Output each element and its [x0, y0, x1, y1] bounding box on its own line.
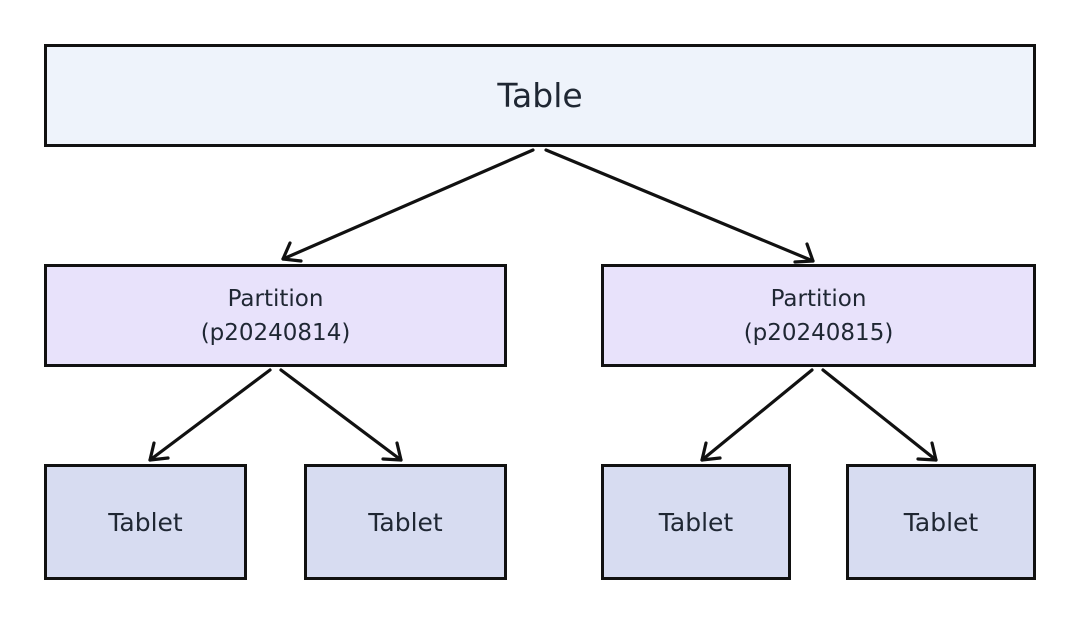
tablet-label: Tablet — [903, 507, 979, 537]
tablet-label: Tablet — [658, 507, 734, 537]
partition-label: Partition — [227, 285, 324, 312]
table-node: Table — [44, 44, 1036, 147]
tablet-node-p20240815-1: Tablet — [601, 464, 791, 580]
partition-node-p20240815: Partition (p20240815) — [601, 264, 1036, 367]
partition-node-p20240814: Partition (p20240814) — [44, 264, 507, 367]
partition-name: (p20240814) — [200, 319, 351, 346]
table-to-partition-left-arrow — [281, 148, 535, 263]
tablet-node-p20240814-2: Tablet — [304, 464, 507, 580]
partition-right-to-tablet-1-arrow — [700, 368, 814, 462]
tablet-label: Tablet — [368, 507, 443, 537]
partition-right-to-tablet-2-arrow — [821, 368, 938, 462]
partition-name: (p20240815) — [743, 319, 894, 346]
partition-left-to-tablet-2-arrow — [279, 368, 403, 462]
partition-left-to-tablet-1-arrow — [148, 368, 272, 462]
tablet-node-p20240814-1: Tablet — [44, 464, 247, 580]
partition-label: Partition — [770, 285, 867, 312]
table-label: Table — [497, 76, 583, 115]
table-to-partition-right-arrow — [544, 148, 815, 264]
tablet-node-p20240815-2: Tablet — [846, 464, 1036, 580]
tablet-label: Tablet — [108, 507, 183, 537]
